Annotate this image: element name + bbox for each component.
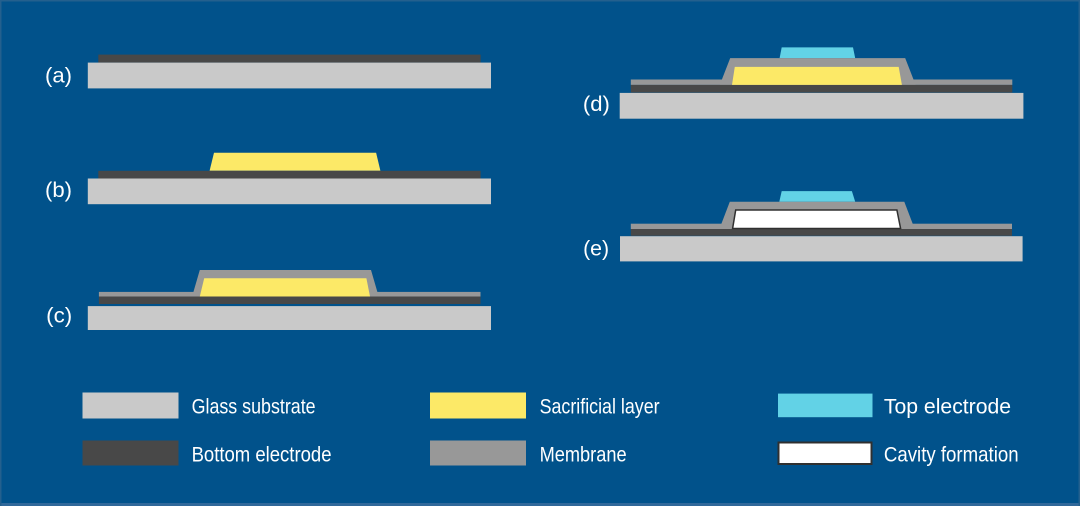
svg-text:Cavity formation: Cavity formation <box>884 444 1019 467</box>
svg-text:Glass substrate: Glass substrate <box>192 396 316 419</box>
svg-text:Bottom electrode: Bottom electrode <box>192 444 332 467</box>
svg-text:(e): (e) <box>583 237 609 260</box>
svg-text:(d): (d) <box>583 93 610 116</box>
svg-text:Top electrode: Top electrode <box>884 396 1011 419</box>
svg-text:(a): (a) <box>45 65 72 88</box>
svg-text:(b): (b) <box>45 179 72 202</box>
svg-text:(c): (c) <box>46 305 72 328</box>
svg-text:Sacrificial layer: Sacrificial layer <box>540 396 660 419</box>
svg-text:Membrane: Membrane <box>540 444 627 467</box>
